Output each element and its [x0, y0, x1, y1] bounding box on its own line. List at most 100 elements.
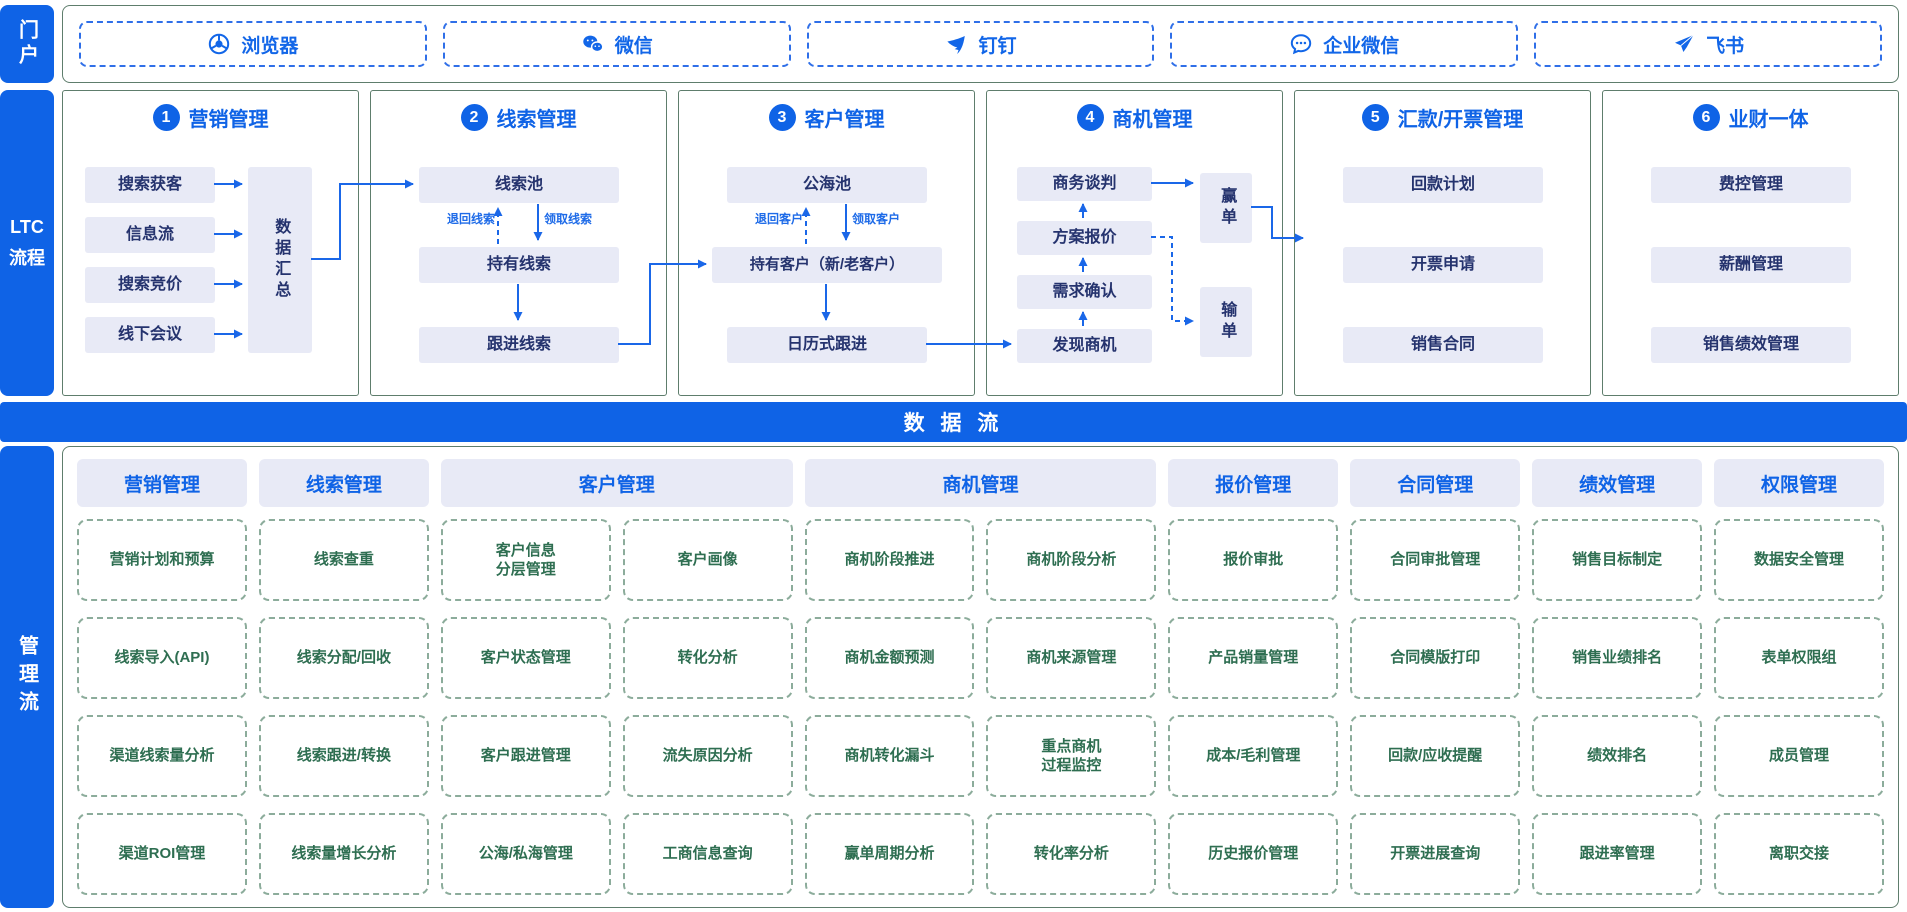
mgmt-column-8: 权限管理数据安全管理表单权限组成员管理离职交接: [1714, 459, 1884, 895]
mgmt-item: 报价审批: [1168, 519, 1339, 601]
flow-box-sales-performance: 销售绩效管理: [1651, 327, 1851, 363]
flow-box-win: 赢单: [1200, 173, 1252, 243]
mgmt-item: 成本/毛利管理: [1168, 715, 1339, 797]
mgmt-item: 历史报价管理: [1168, 813, 1339, 895]
mgmt-item: 商机来源管理: [986, 617, 1157, 699]
management-rail: 管理流: [0, 446, 54, 908]
mgmt-column-header: 客户管理: [440, 459, 793, 507]
step-number-badge: 1: [152, 104, 180, 131]
ltc-column-marketing: 1 营销管理 搜索获客 信息流 搜索竞价 线下会议 数据汇总: [62, 90, 359, 396]
mgmt-items: 商机阶段推进商机阶段分析商机金额预测商机来源管理商机转化漏斗重点商机 过程监控赢…: [804, 519, 1157, 895]
mgmt-item: 线索导入(API): [77, 617, 247, 699]
mgmt-item: 商机阶段分析: [986, 519, 1157, 601]
mgmt-item: 客户状态管理: [440, 617, 611, 699]
mgmt-column-header: 线索管理: [258, 459, 429, 507]
mgmt-item: 客户信息 分层管理: [440, 519, 611, 601]
ltc-column-header: 2 线索管理: [371, 103, 666, 132]
step-number-badge: 6: [1692, 104, 1720, 131]
ltc-column-payment-invoicing: 5 汇款/开票管理 回款计划 开票申请 销售合同: [1294, 90, 1591, 396]
ltc-column-title: 业财一体: [1728, 109, 1809, 131]
ltc-column-opportunities: 4 商机管理 商务谈判 方案报价 需求确认 发现商机 赢单 输单: [986, 90, 1283, 396]
ltc-column-title: 汇款/开票管理: [1397, 109, 1524, 131]
flow-box-payment-plan: 回款计划: [1343, 167, 1543, 203]
flow-box-search-acquisition: 搜索获客: [85, 167, 215, 203]
step-number-badge: 4: [1076, 104, 1104, 131]
mgmt-item: 线索查重: [258, 519, 429, 601]
mgmt-item: 线索跟进/转换: [258, 715, 429, 797]
ltc-column-header: 4 商机管理: [987, 103, 1282, 132]
mgmt-item: 绩效排名: [1532, 715, 1703, 797]
portal-item-label: 飞书: [1706, 35, 1745, 57]
portal-item-label: 浏览器: [241, 35, 299, 57]
mgmt-column-1: 营销管理营销计划和预算线索导入(API)渠道线索量分析渠道ROI管理: [77, 459, 247, 895]
mgmt-item: 合同审批管理: [1350, 519, 1521, 601]
flow-box-search-bidding: 搜索竞价: [85, 267, 215, 303]
flow-box-data-aggregation: 数据汇总: [248, 167, 312, 353]
mgmt-item: 回款/应收提醒: [1350, 715, 1521, 797]
mgmt-item: 数据安全管理: [1714, 519, 1884, 601]
mgmt-column-header: 营销管理: [77, 459, 247, 507]
flow-arrow-label-claim-lead: 领取线索: [544, 212, 593, 226]
portal-item-dingtalk: 钉钉: [806, 21, 1155, 67]
mgmt-items: 客户信息 分层管理客户画像客户状态管理转化分析客户跟进管理流失原因分析公海/私海…: [440, 519, 793, 895]
ltc-column-header: 5 汇款/开票管理: [1295, 103, 1590, 132]
mgmt-item: 客户画像: [622, 519, 793, 601]
mgmt-items: 线索查重线索分配/回收线索跟进/转换线索量增长分析: [258, 519, 429, 895]
portal-item-browser: 浏览器: [79, 21, 427, 67]
flow-arrow-label-return-lead: 退回线索: [446, 212, 495, 226]
flow-box-lead-pool: 线索池: [419, 167, 619, 203]
mgmt-item: 转化率分析: [986, 813, 1157, 895]
mgmt-item: 公海/私海管理: [440, 813, 611, 895]
mgmt-item: 渠道ROI管理: [77, 813, 247, 895]
mgmt-column-4: 商机管理商机阶段推进商机阶段分析商机金额预测商机来源管理商机转化漏斗重点商机 过…: [804, 459, 1157, 895]
flow-box-sales-contract: 销售合同: [1343, 327, 1543, 363]
mgmt-column-header: 绩效管理: [1532, 459, 1703, 507]
mgmt-item: 商机转化漏斗: [804, 715, 975, 797]
mgmt-items: 数据安全管理表单权限组成员管理离职交接: [1714, 519, 1884, 895]
mgmt-item: 线索分配/回收: [258, 617, 429, 699]
flow-box-offline-meeting: 线下会议: [85, 317, 215, 353]
mgmt-items: 营销计划和预算线索导入(API)渠道线索量分析渠道ROI管理: [77, 519, 247, 895]
ltc-rail: LTC 流程: [0, 90, 54, 396]
flow-box-info-feed: 信息流: [85, 217, 215, 253]
step-number-badge: 5: [1361, 104, 1389, 131]
flow-box-quotation: 方案报价: [1017, 221, 1152, 255]
ltc-column-business-finance: 6 业财一体 费控管理 薪酬管理 销售绩效管理: [1602, 90, 1899, 396]
mgmt-item: 产品销量管理: [1168, 617, 1339, 699]
portal-item-feishu: 飞书: [1534, 21, 1882, 67]
ltc-column-title: 线索管理: [496, 109, 577, 131]
mgmt-item: 跟进率管理: [1532, 813, 1703, 895]
mgmt-item: 转化分析: [622, 617, 793, 699]
dingtalk-icon: [944, 32, 968, 56]
flow-box-public-pool: 公海池: [727, 167, 927, 203]
portal-item-wecom: 企业微信: [1170, 21, 1519, 67]
flow-box-lose: 输单: [1200, 287, 1252, 357]
portal-item-label: 企业微信: [1323, 35, 1400, 57]
management-rail-label: 管理流: [15, 635, 38, 719]
feishu-icon: [1672, 32, 1696, 56]
step-number-badge: 3: [768, 104, 796, 131]
mgmt-column-6: 合同管理合同审批管理合同模版打印回款/应收提醒开票进展查询: [1350, 459, 1521, 895]
mgmt-item: 重点商机 过程监控: [986, 715, 1157, 797]
flow-box-invoice-request: 开票申请: [1343, 247, 1543, 283]
ltc-column-title: 商机管理: [1112, 109, 1193, 131]
mgmt-item: 开票进展查询: [1350, 813, 1521, 895]
flow-box-compensation: 薪酬管理: [1651, 247, 1851, 283]
mgmt-items: 销售目标制定销售业绩排名绩效排名跟进率管理: [1532, 519, 1703, 895]
ltc-column-title: 客户管理: [804, 109, 885, 131]
flow-box-expense-control: 费控管理: [1651, 167, 1851, 203]
mgmt-item: 线索量增长分析: [258, 813, 429, 895]
flow-box-followup-leads: 跟进线索: [419, 327, 619, 363]
mgmt-item: 成员管理: [1714, 715, 1884, 797]
mgmt-item: 离职交接: [1714, 813, 1884, 895]
flow-box-discover-opportunity: 发现商机: [1017, 329, 1152, 363]
mgmt-item: 渠道线索量分析: [77, 715, 247, 797]
mgmt-item: 流失原因分析: [622, 715, 793, 797]
portal-rail-label: 门户: [15, 19, 38, 69]
mgmt-item: 销售业绩排名: [1532, 617, 1703, 699]
flow-box-held-leads: 持有线索: [419, 247, 619, 283]
mgmt-item: 商机阶段推进: [804, 519, 975, 601]
mgmt-column-header: 权限管理: [1714, 459, 1884, 507]
wechat-icon: [581, 32, 605, 56]
mgmt-item: 商机金额预测: [804, 617, 975, 699]
